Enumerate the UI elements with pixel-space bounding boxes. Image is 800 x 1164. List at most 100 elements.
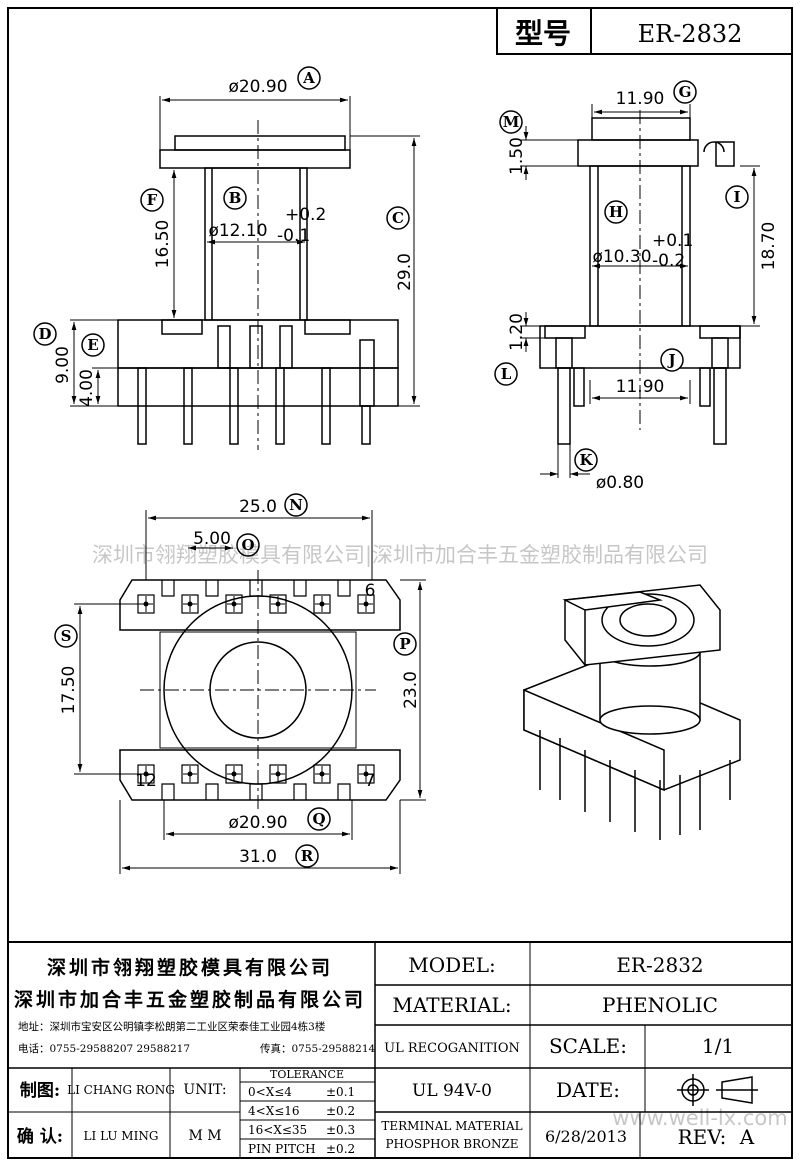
watermark-text: 深圳市翎翔塑胶模具有限公司|深圳市加合丰五金塑胶制品有限公司 (92, 543, 708, 568)
letter-labels: A B C D E F G H I J K L M N O P QR S (33, 66, 749, 868)
svg-text:O: O (241, 536, 254, 554)
dim-l12: 1.20 (507, 313, 527, 351)
pin-number-6: 6 (365, 581, 376, 601)
tolerance-range: 16<X≤35 (248, 1123, 307, 1137)
label-g: G (673, 80, 697, 104)
label-e: E (81, 333, 105, 357)
ul-label: UL RECOGANITION (384, 1041, 520, 1056)
svg-text:I: I (733, 188, 740, 206)
tolerance-value: ±0.2 (326, 1142, 355, 1156)
dim-a: ø20.90 (228, 77, 287, 97)
svg-text:J: J (666, 351, 675, 369)
pin-notch (337, 580, 351, 597)
dim-p: 23.0 (401, 671, 421, 709)
svg-text:B: B (229, 189, 242, 207)
label-d: D (33, 322, 57, 346)
phone: 电话：0755-29588207 29588217 (18, 1042, 190, 1055)
drawn-by: LI CHANG RONG (67, 1083, 175, 1097)
model-value: ER-2832 (616, 953, 703, 977)
fax: 传真：0755-29588214 (260, 1042, 376, 1055)
label-q: Q (307, 807, 331, 831)
front-dim-text: ø20.90 ø12.10 +0.2 -0.1 29.0 16.50 9.00 … (53, 77, 415, 407)
svg-text:H: H (609, 203, 623, 221)
header-model: ER-2832 (638, 20, 743, 48)
pin-notch (249, 783, 263, 800)
dim-b: ø12.10 (208, 221, 267, 241)
side-dim-text: 11.90 1.50 18.70 ø10.30 +0.1 -0.2 1.20 1… (507, 89, 779, 493)
label-k: K (574, 448, 598, 472)
label-o: O (236, 533, 260, 557)
label-j: J (660, 348, 684, 372)
projection-symbol-icon (677, 1074, 758, 1106)
pin-notch (205, 580, 219, 597)
tolerance-range: 0<X≤4 (248, 1085, 292, 1099)
pin-hole (357, 764, 375, 784)
material-label: MATERIAL: (392, 993, 511, 1017)
unit-label: UNIT: (183, 1082, 226, 1098)
pin-notch (205, 783, 219, 800)
tolerance-value: ±0.3 (326, 1123, 355, 1137)
svg-text:K: K (579, 451, 593, 469)
pin-notch (249, 580, 263, 597)
scale-label: SCALE: (549, 1034, 627, 1058)
svg-text:L: L (501, 365, 512, 383)
model-label: MODEL: (408, 953, 496, 977)
side-dimensions (520, 104, 760, 478)
pin-notch (293, 580, 307, 597)
dim-c: 29.0 (395, 253, 415, 291)
dim-h-tol-minus: -0.2 (652, 251, 685, 271)
pin-hole (181, 764, 199, 784)
date-label: DATE: (556, 1078, 620, 1102)
dim-i: 18.70 (759, 222, 779, 271)
watermark-url: www.well-lx.com (612, 1106, 787, 1130)
title-block-text: 深圳市翎翔塑胶模具有限公司 深圳市加合丰五金塑胶制品有限公司 地址：深圳市宝安区… (14, 953, 755, 1156)
label-a: A (297, 66, 321, 90)
pin-notch (337, 783, 351, 800)
tolerance-range: PIN PITCH (248, 1142, 316, 1156)
svg-text:C: C (392, 209, 404, 227)
label-l: L (494, 362, 518, 386)
check-label: 确 认: (17, 1126, 63, 1147)
scale-value: 1/1 (702, 1034, 734, 1058)
dim-k: ø0.80 (596, 473, 644, 493)
label-r: R (295, 844, 319, 868)
drawn-label: 制图: (20, 1080, 60, 1101)
dim-b-tol-minus: -0.1 (277, 226, 310, 246)
pin-number-12: 12 (135, 771, 157, 791)
front-dimensions (70, 96, 420, 407)
svg-text:P: P (399, 635, 410, 653)
dim-s: 17.50 (59, 666, 79, 715)
pin-hole (313, 764, 331, 784)
company-1: 深圳市翎翔塑胶模具有限公司 (47, 956, 333, 979)
svg-text:G: G (679, 83, 692, 101)
label-n: N (284, 493, 308, 517)
pin-hole (225, 594, 243, 614)
pin-notch (161, 783, 175, 800)
header-box: 型号 ER-2832 (496, 7, 793, 55)
title-block (7, 941, 793, 1159)
tolerance-value: ±0.1 (326, 1085, 355, 1099)
dim-n: 25.0 (239, 497, 277, 517)
label-s: S (54, 624, 78, 648)
rev-value: A (739, 1125, 755, 1149)
label-p: P (393, 632, 417, 656)
svg-text:E: E (87, 336, 98, 354)
dim-m: 1.50 (507, 137, 527, 175)
svg-text:D: D (38, 325, 51, 343)
unit-value: M M (188, 1128, 221, 1144)
pin-notch (293, 783, 307, 800)
dim-q: ø20.90 (228, 813, 287, 833)
dim-h-tol-plus: +0.1 (652, 231, 693, 251)
pin-row (137, 580, 375, 800)
pin-hole (313, 594, 331, 614)
isometric-view (523, 584, 741, 840)
dim-g: 11.90 (616, 89, 665, 109)
bottom-dimensions (74, 510, 426, 874)
label-f: F (140, 188, 164, 212)
dim-r: 31.0 (239, 847, 277, 867)
svg-text:S: S (61, 627, 72, 645)
svg-text:F: F (147, 191, 158, 209)
label-m: M (499, 110, 523, 134)
dim-j: 11.90 (616, 377, 665, 397)
